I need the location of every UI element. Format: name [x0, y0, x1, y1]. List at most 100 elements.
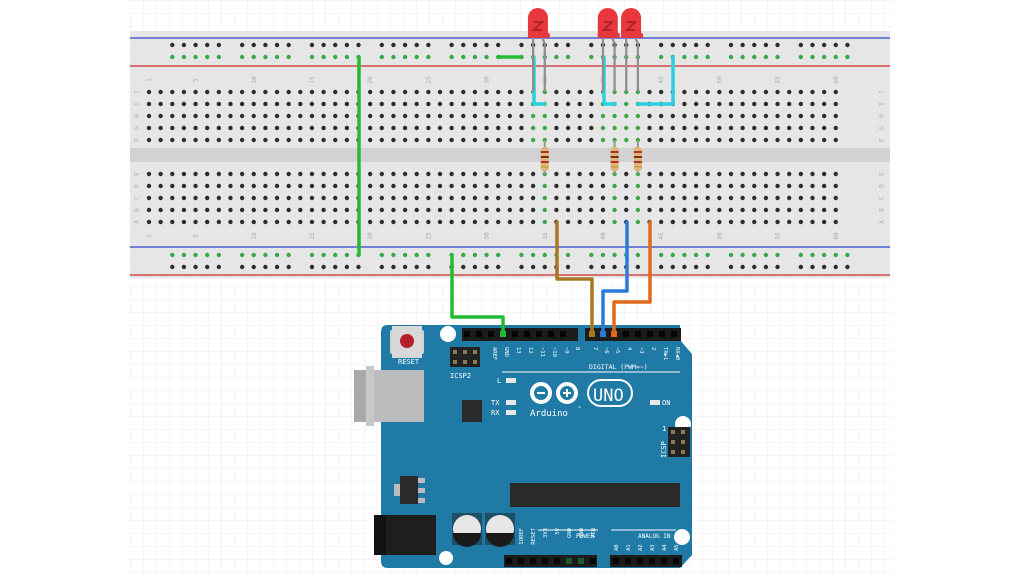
- breadboard-hole[interactable]: [193, 125, 198, 131]
- breadboard-hole[interactable]: [496, 113, 501, 119]
- breadboard-hole[interactable]: [810, 101, 815, 107]
- breadboard-hole[interactable]: [810, 171, 815, 177]
- rail-hole[interactable]: [740, 42, 745, 48]
- breadboard-hole[interactable]: [752, 113, 757, 119]
- breadboard-hole[interactable]: [309, 171, 315, 177]
- rail-hole[interactable]: [321, 252, 326, 258]
- breadboard-hole[interactable]: [577, 219, 582, 225]
- breadboard-hole[interactable]: [239, 101, 245, 107]
- breadboard-hole[interactable]: [507, 195, 513, 201]
- header-pin[interactable]: [512, 331, 518, 337]
- breadboard-hole[interactable]: [274, 113, 280, 119]
- breadboard-hole[interactable]: [309, 219, 315, 225]
- breadboard-hole[interactable]: [146, 113, 152, 119]
- breadboard-hole[interactable]: [728, 171, 734, 177]
- breadboard-hole[interactable]: [752, 207, 757, 213]
- rail-hole[interactable]: [239, 42, 245, 48]
- breadboard-hole[interactable]: [402, 171, 408, 177]
- rail-hole[interactable]: [682, 54, 687, 60]
- rail-hole[interactable]: [414, 54, 419, 60]
- breadboard-hole[interactable]: [228, 137, 233, 143]
- breadboard-hole[interactable]: [263, 183, 268, 189]
- rail-hole[interactable]: [263, 54, 268, 60]
- breadboard-hole[interactable]: [787, 113, 792, 119]
- rail-hole[interactable]: [402, 54, 408, 60]
- breadboard-hole[interactable]: [158, 207, 163, 213]
- breadboard-hole[interactable]: [682, 113, 687, 119]
- rail-hole[interactable]: [763, 54, 769, 60]
- breadboard-hole[interactable]: [763, 113, 769, 119]
- breadboard-hole[interactable]: [496, 89, 501, 95]
- rail-hole[interactable]: [693, 252, 699, 258]
- breadboard-hole[interactable]: [752, 89, 757, 95]
- breadboard-hole[interactable]: [205, 195, 210, 201]
- rail-hole[interactable]: [181, 264, 187, 270]
- breadboard-hole[interactable]: [449, 113, 454, 119]
- breadboard-hole[interactable]: [740, 125, 745, 131]
- breadboard-hole[interactable]: [414, 195, 419, 201]
- rail-hole[interactable]: [414, 264, 419, 270]
- rail-hole[interactable]: [274, 54, 280, 60]
- breadboard-hole[interactable]: [484, 137, 489, 143]
- breadboard-hole[interactable]: [426, 207, 431, 213]
- breadboard-hole[interactable]: [705, 113, 710, 119]
- rail-hole[interactable]: [402, 252, 408, 258]
- breadboard-hole[interactable]: [775, 207, 780, 213]
- breadboard-hole[interactable]: [728, 101, 734, 107]
- breadboard-hole[interactable]: [449, 137, 454, 143]
- breadboard-hole[interactable]: [752, 101, 757, 107]
- breadboard-hole[interactable]: [228, 183, 233, 189]
- breadboard-hole[interactable]: [391, 171, 396, 177]
- rail-hole[interactable]: [274, 252, 280, 258]
- rail-hole[interactable]: [449, 54, 454, 60]
- breadboard-hole[interactable]: [298, 219, 303, 225]
- rail-hole[interactable]: [321, 54, 326, 60]
- breadboard-hole[interactable]: [228, 113, 233, 119]
- rail-hole[interactable]: [519, 42, 524, 48]
- breadboard-hole[interactable]: [472, 207, 478, 213]
- breadboard-hole[interactable]: [624, 137, 629, 143]
- resistor-1[interactable]: [540, 140, 549, 174]
- breadboard-hole[interactable]: [577, 207, 582, 213]
- breadboard-hole[interactable]: [565, 89, 571, 95]
- breadboard-hole[interactable]: [379, 89, 384, 95]
- rail-hole[interactable]: [263, 252, 268, 258]
- rail-hole[interactable]: [263, 264, 268, 270]
- breadboard-hole[interactable]: [216, 183, 222, 189]
- breadboard-hole[interactable]: [519, 101, 524, 107]
- breadboard-hole[interactable]: [693, 183, 699, 189]
- breadboard-hole[interactable]: [728, 125, 734, 131]
- rail-hole[interactable]: [379, 42, 384, 48]
- breadboard-hole[interactable]: [589, 113, 594, 119]
- rail-hole[interactable]: [798, 264, 804, 270]
- rail-hole[interactable]: [810, 252, 815, 258]
- rail-hole[interactable]: [426, 42, 431, 48]
- breadboard-hole[interactable]: [367, 183, 373, 189]
- breadboard-hole[interactable]: [298, 89, 303, 95]
- rail-hole[interactable]: [414, 252, 419, 258]
- led-3[interactable]: [621, 8, 644, 92]
- breadboard-hole[interactable]: [333, 137, 338, 143]
- breadboard-hole[interactable]: [298, 207, 303, 213]
- breadboard-hole[interactable]: [216, 125, 222, 131]
- breadboard-hole[interactable]: [693, 89, 699, 95]
- breadboard-hole[interactable]: [333, 101, 338, 107]
- breadboard-hole[interactable]: [821, 183, 827, 189]
- breadboard-hole[interactable]: [309, 113, 315, 119]
- rail-hole[interactable]: [333, 42, 338, 48]
- breadboard-hole[interactable]: [787, 183, 792, 189]
- breadboard-hole[interactable]: [484, 195, 489, 201]
- breadboard-hole[interactable]: [752, 219, 757, 225]
- breadboard-hole[interactable]: [682, 219, 687, 225]
- breadboard-hole[interactable]: [379, 171, 384, 177]
- rail-hole[interactable]: [449, 42, 454, 48]
- breadboard-hole[interactable]: [472, 101, 478, 107]
- breadboard-hole[interactable]: [170, 219, 175, 225]
- breadboard-hole[interactable]: [367, 195, 373, 201]
- breadboard-hole[interactable]: [321, 171, 326, 177]
- rail-hole[interactable]: [239, 54, 245, 60]
- breadboard-hole[interactable]: [496, 195, 501, 201]
- breadboard-hole[interactable]: [787, 89, 792, 95]
- rail-hole[interactable]: [344, 42, 350, 48]
- breadboard-hole[interactable]: [775, 101, 780, 107]
